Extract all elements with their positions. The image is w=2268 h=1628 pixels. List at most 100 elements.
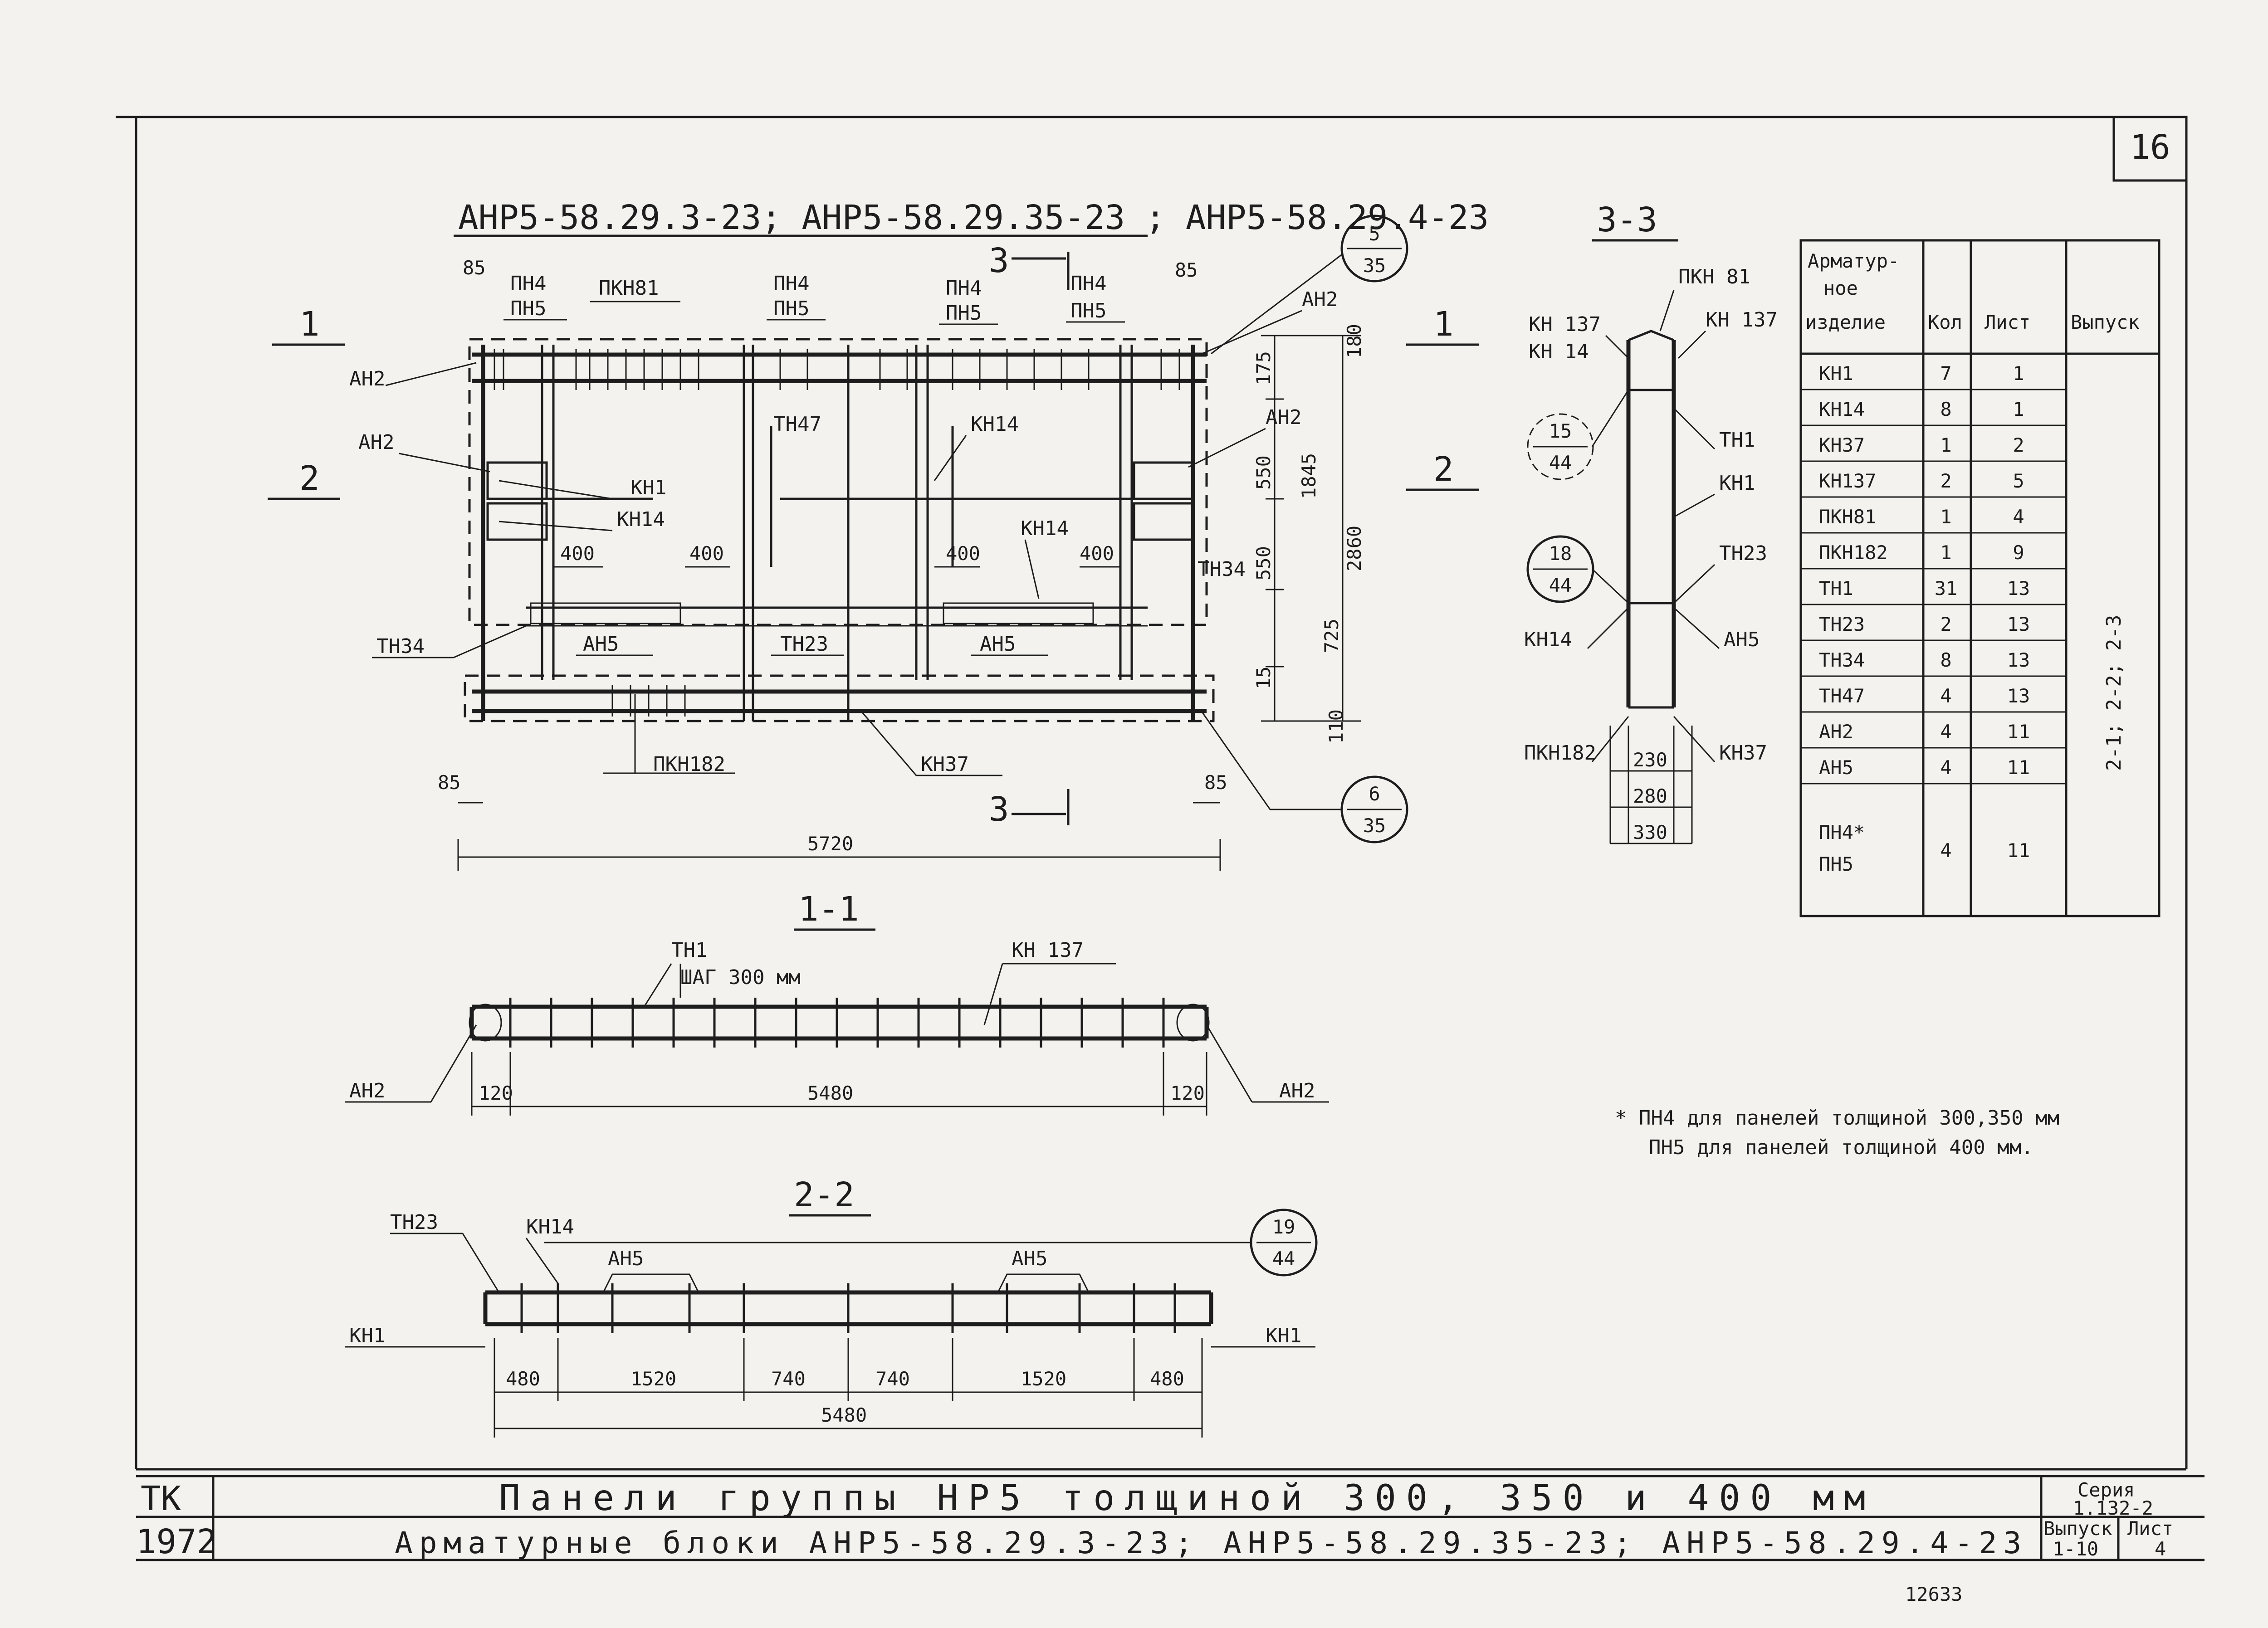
archive-number: 12633 [1905,1583,1962,1605]
table-cell-qty: 8 [1940,649,1951,671]
table-cell-sheet: 13 [2007,613,2030,635]
dim-740-right: 740 [875,1368,910,1390]
pkn81-label: ПКН81 [599,277,659,300]
tn47-label: ТН47 [773,413,821,436]
title-line-1: Панели группы НР5 толщиной 300, 350 и 40… [499,1478,1875,1519]
dim-120-left: 120 [479,1082,513,1104]
tn34-label-right: ТН34 [1198,558,1246,581]
pn4-label-d: ПН4 [1070,272,1106,295]
dim-480-left: 480 [506,1368,540,1390]
cut-2-right: 2 [1433,450,1454,489]
dim-550-2: 550 [1252,546,1275,580]
dim-400-1: 400 [560,542,595,565]
org-code: ТК [141,1479,181,1518]
dim-400-3: 400 [946,542,980,565]
table-cell-item: ТН1 [1819,577,1853,600]
cut-1-left: 1 [299,305,320,344]
dim-740-left: 740 [771,1368,806,1390]
an2-label-left-1-1: АН2 [349,1079,385,1102]
an2-label-top-left: АН2 [349,367,385,390]
dim-480-right: 480 [1150,1368,1184,1390]
an5-label-a-2-2: АН5 [608,1247,644,1270]
node-circle-6-35: 6 35 [1340,775,1408,843]
release-value: 1-10 [2053,1538,2098,1560]
table-cell-qty: 4 [1940,685,1951,707]
tn1-label-1-1: ТН1 [671,939,707,962]
cut-3-top: 3 [989,241,1009,280]
dim-400-2: 400 [689,542,724,565]
tn34-label-left: ТН34 [376,635,425,658]
table-row-last-sheet: 11 [2007,839,2030,862]
table-cell-sheet: 11 [2007,756,2030,779]
kn37-label-3-3: КН37 [1719,741,1767,765]
svg-text:35: 35 [1363,814,1386,837]
table-row-last-item-1: ПН4* [1819,821,1865,843]
sheet-number-box: 16 [2112,116,2188,182]
pn5-label-b: ПН5 [773,297,809,320]
title-block: ТК 1972 Панели группы НР5 толщиной 300, … [136,1475,2204,1561]
dim-85-bottom-left: 85 [438,771,461,794]
dim-725: 725 [1320,619,1343,653]
table-header-qty: Кол [1928,311,1962,333]
table-header-item-1: Арматур- [1808,250,1899,272]
pn4-label-b: ПН4 [773,272,809,295]
table-cell-qty: 31 [1935,577,1958,600]
an2-label-mid-right: АН2 [1266,406,1301,429]
kn14-label-a: КН14 [971,413,1019,436]
svg-text:44: 44 [1549,574,1572,596]
tn23-label: ТН23 [780,633,828,656]
dim-120-right: 120 [1170,1082,1205,1104]
table-cell-item: ТН34 [1819,649,1865,671]
table-cell-item: ТН47 [1819,685,1865,707]
series-value: 1.132-2 [2073,1497,2153,1519]
an2-label-top-right: АН2 [1302,288,1338,311]
dim-85-top-right: 85 [1175,259,1198,281]
tn1-label-3-3: ТН1 [1719,429,1755,452]
table-cell-item: КН37 [1819,434,1865,456]
table-header-item-2: ное [1823,277,1858,299]
dim-280: 280 [1633,785,1667,807]
section-3-3-title: 3-3 [1597,200,1657,239]
dim-180: 180 [1343,324,1365,358]
dim-5720: 5720 [807,833,853,855]
title-line-2: Арматурные блоки АНР5-58.29.3-23; АНР5-5… [395,1526,2028,1560]
kn37-label: КН37 [921,753,969,776]
an2-label-mid-left: АН2 [358,431,394,454]
svg-text:5: 5 [1369,223,1380,245]
table-cell-qty: 2 [1940,613,1951,635]
pkn182-label: ПКН182 [653,753,725,776]
svg-text:44: 44 [1549,452,1572,474]
dim-85-bottom-right: 85 [1204,771,1227,794]
kn137-label-right-3-3: КН 137 [1706,308,1778,331]
pn4-label-a: ПН4 [510,272,546,295]
an5-label-a: АН5 [583,633,619,656]
dim-85-top-left: 85 [463,257,486,279]
table-release-value: 2-1; 2-2; 2-3 [2102,615,2126,771]
kn14-label-2-2: КН14 [526,1215,574,1238]
kn137-label-left-3-3: КН 137 [1529,313,1601,336]
kn14-label-c: КН14 [1021,517,1069,540]
pn4-label-c: ПН4 [946,277,982,300]
table-cell-sheet: 11 [2007,721,2030,743]
svg-text:44: 44 [1272,1248,1295,1270]
dim-1520-left: 1520 [631,1368,676,1390]
table-header-item-3: изделие [1805,311,1886,333]
table-cell-item: АН2 [1819,721,1853,743]
section-2-2-title: 2-2 [794,1175,855,1214]
note-line-1: * ПН4 для панелей толщиной 300,350 мм [1615,1106,2059,1130]
table-header-release: Выпуск [2071,311,2140,333]
section-2-2: 2-2 ТН23 КН14 АН5 АН5 КН1 КН1 19 [345,1175,1318,1438]
table-cell-qty: 8 [1940,398,1951,420]
table-cell-sheet: 1 [2013,398,2024,420]
kn1-label-3-3: КН1 [1719,472,1755,495]
dim-550-1: 550 [1252,455,1275,490]
table-cell-sheet: 4 [2013,506,2024,528]
sheet-number: 16 [2130,128,2170,167]
an5-label-b-2-2: АН5 [1012,1247,1047,1270]
table-cell-sheet: 13 [2007,577,2030,600]
dim-400-4: 400 [1080,542,1114,565]
note-line-2: ПН5 для панелей толщиной 400 мм. [1649,1136,2033,1159]
table-cell-item: ПКН81 [1819,506,1876,528]
tn23-label-2-2: ТН23 [390,1211,438,1234]
